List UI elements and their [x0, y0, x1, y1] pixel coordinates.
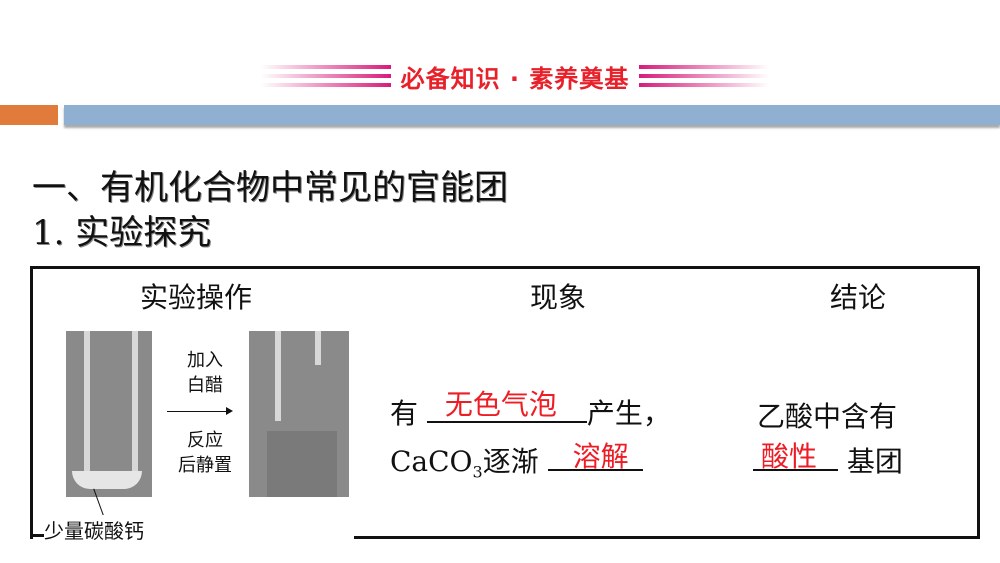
banner-decoration-right	[639, 65, 770, 87]
step-label-line: 后静置	[178, 455, 232, 476]
answer-blank: 酸性	[753, 440, 838, 473]
answer-blank: 溶解	[547, 440, 643, 473]
banner-title: 必备知识 · 素养奠基	[400, 64, 630, 93]
conclusion-line-2: 酸性 基团	[753, 440, 903, 480]
column-header-phenomenon: 现象	[530, 281, 587, 314]
answer-text: 无色气泡	[444, 388, 557, 421]
experiment-table	[30, 266, 980, 539]
test-tube-before-image	[66, 331, 152, 497]
banner-decoration-left	[260, 65, 391, 87]
formula-text: CaCO	[390, 445, 473, 478]
section-heading: 一、有机化合物中常见的官能团	[32, 168, 508, 208]
table-border-bottom-left	[30, 534, 44, 537]
header-accent-bar	[0, 105, 58, 125]
phenomenon-line-2: CaCO3逐渐 溶解	[390, 440, 643, 482]
answer-text: 酸性	[761, 440, 818, 473]
section-banner: 必备知识 · 素养奠基	[240, 58, 790, 94]
header-bar	[64, 105, 1000, 125]
column-header-conclusion: 结论	[830, 281, 887, 314]
phenomenon-text: 逐渐	[482, 445, 539, 478]
answer-text: 溶解	[572, 440, 629, 473]
conclusion-line-1: 乙酸中含有	[757, 400, 898, 433]
subsection-heading: 1. 实验探究	[32, 213, 212, 253]
table-border-bottom-right	[354, 536, 977, 539]
phenomenon-line-1: 有 无色气泡产生，	[390, 388, 671, 432]
formula-subscript: 3	[472, 462, 483, 482]
step-label-line: 反应	[187, 430, 223, 451]
answer-blank: 无色气泡	[426, 388, 587, 423]
phenomenon-text: 有	[390, 397, 419, 430]
conclusion-text: 基团	[846, 445, 903, 478]
column-header-operation: 实验操作	[140, 281, 253, 314]
test-tube-after-image	[249, 331, 349, 497]
step-label-line: 加入	[187, 350, 223, 371]
step-react-settle: 反应 后静置	[160, 428, 250, 478]
arrow-icon	[167, 407, 233, 415]
step-add-vinegar: 加入 白醋	[160, 348, 250, 398]
phenomenon-text: 产生，	[586, 397, 671, 430]
step-label-line: 白醋	[187, 375, 223, 396]
callout-calcium-carbonate: 少量碳酸钙	[44, 515, 144, 544]
